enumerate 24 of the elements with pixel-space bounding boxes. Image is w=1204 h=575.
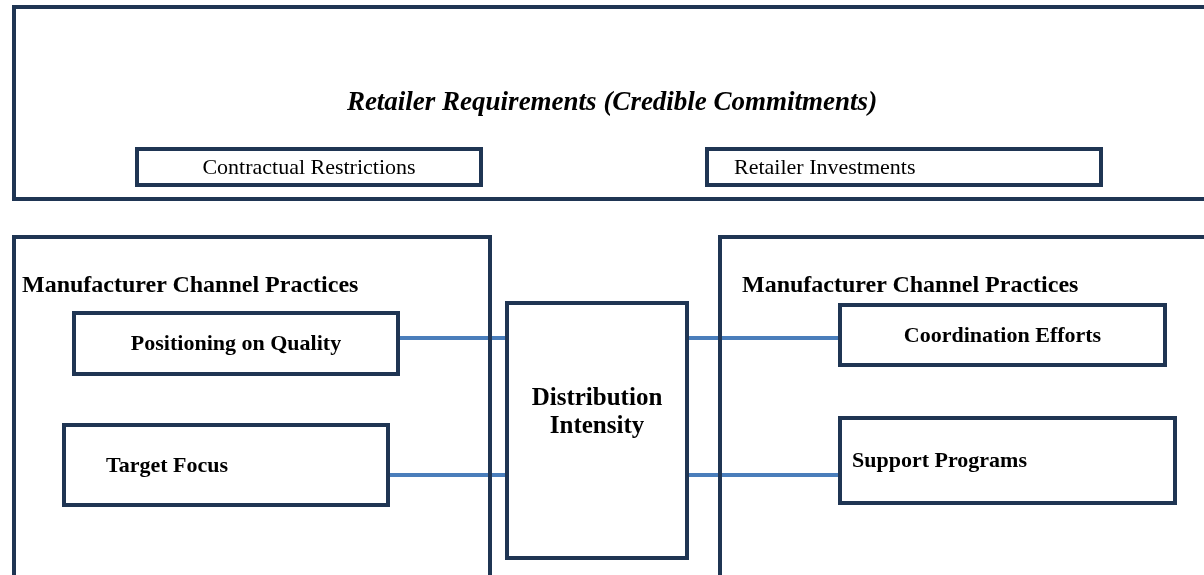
heading: Manufacturer Channel Practices bbox=[742, 271, 1079, 298]
box-label: Contractual Restrictions bbox=[202, 154, 416, 180]
connector-line bbox=[689, 473, 838, 477]
connector-line bbox=[390, 473, 505, 477]
group-panel bbox=[718, 235, 1204, 575]
box-label: Retailer Investments bbox=[734, 154, 916, 180]
box-label: Positioning on Quality bbox=[130, 331, 342, 356]
box bbox=[62, 423, 390, 507]
box bbox=[505, 301, 689, 560]
group-panel bbox=[12, 5, 1204, 201]
connector-line bbox=[689, 336, 838, 340]
box-label: Distribution Intensity bbox=[530, 383, 664, 438]
box-label: Support Programs bbox=[852, 448, 1027, 473]
connector-line bbox=[400, 336, 505, 340]
box bbox=[838, 303, 1167, 367]
box bbox=[705, 147, 1103, 187]
box-label: Target Focus bbox=[106, 452, 228, 478]
box bbox=[135, 147, 483, 187]
group-panel bbox=[12, 235, 492, 575]
heading: Retailer Requirements (Credible Commitments) bbox=[345, 87, 879, 117]
heading: Manufacturer Channel Practices bbox=[22, 271, 359, 298]
box-label: Coordination Efforts bbox=[903, 322, 1102, 348]
box bbox=[72, 311, 400, 376]
box bbox=[838, 416, 1177, 505]
